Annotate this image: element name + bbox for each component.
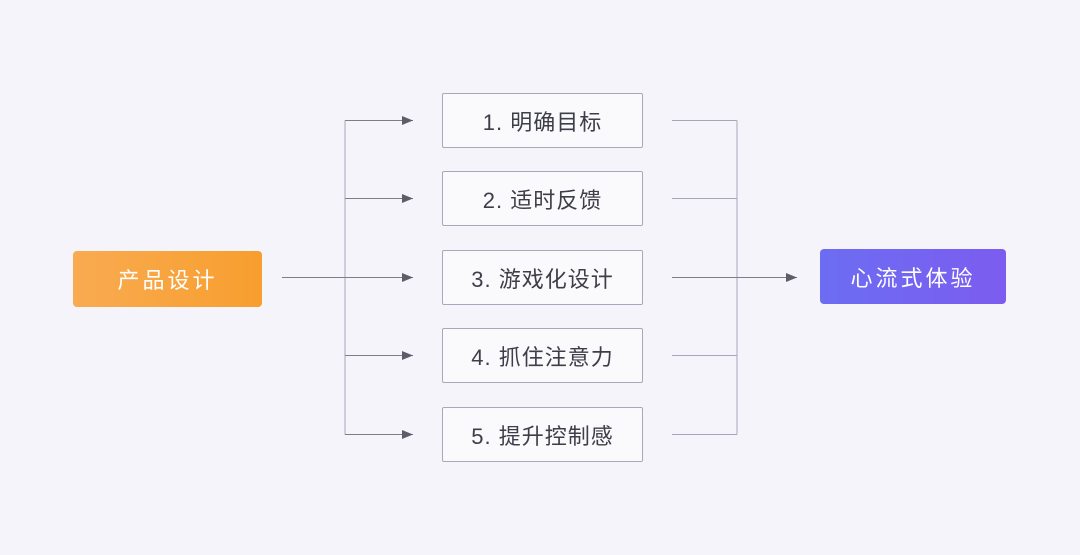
step-node-3: 3. 游戏化设计: [442, 250, 643, 305]
step-node-label: 2. 适时反馈: [482, 187, 603, 213]
step-node-2: 2. 适时反馈: [442, 171, 643, 226]
step-node-label: 5. 提升控制感: [471, 423, 614, 449]
target-node-label: 心流式体验: [850, 265, 976, 291]
step-node-4: 4. 抓住注意力: [442, 328, 643, 383]
source-node: 产品设计: [73, 251, 262, 307]
step-node-label: 1. 明确目标: [482, 109, 603, 135]
step-node-1: 1. 明确目标: [442, 93, 643, 148]
target-node: 心流式体验: [820, 249, 1006, 304]
step-node-label: 3. 游戏化设计: [471, 266, 614, 292]
step-node-label: 4. 抓住注意力: [471, 344, 614, 370]
step-node-5: 5. 提升控制感: [442, 407, 643, 462]
source-node-label: 产品设计: [117, 268, 218, 293]
